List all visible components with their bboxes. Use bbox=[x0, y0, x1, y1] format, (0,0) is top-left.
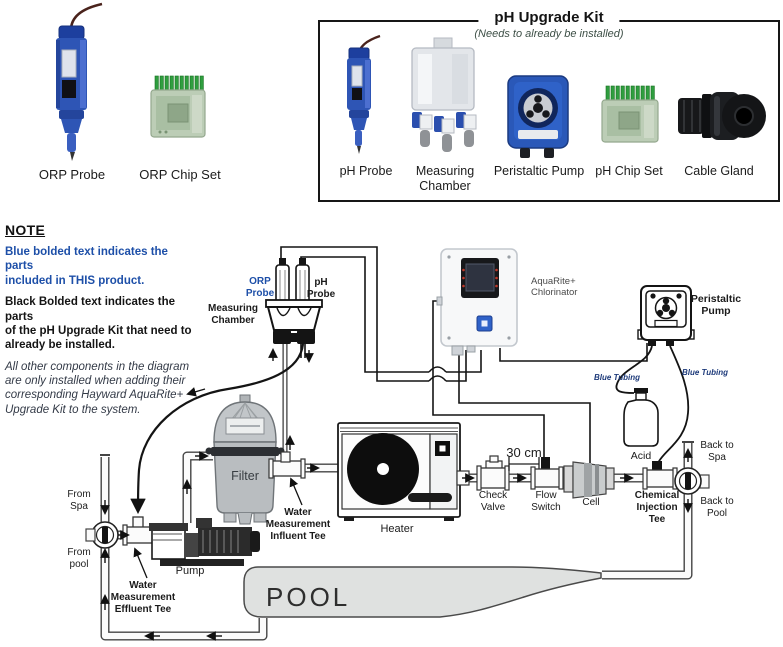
label-pointer-arrows bbox=[133, 477, 303, 579]
effluent-tee-label: Water Measurement Effluent Tee bbox=[110, 580, 176, 615]
blue-tubing-right-label: Blue Tubing bbox=[681, 368, 729, 377]
orp-probe-label: ORP Probe bbox=[245, 276, 275, 299]
orp-chip-set-image bbox=[150, 75, 206, 138]
back-to-pool-label: Back to Pool bbox=[700, 496, 734, 519]
acid-label: Acid bbox=[630, 450, 652, 462]
return-junction-valve bbox=[674, 467, 710, 495]
check-valve-fitting bbox=[476, 455, 510, 491]
kit-ph-probe-caption: pH Probe bbox=[339, 164, 393, 178]
kit-measuring-chamber-image bbox=[411, 37, 477, 152]
kit-ph-probe-image bbox=[347, 34, 381, 154]
kit-subtitle: (Needs to already be installed) bbox=[474, 28, 624, 40]
kit-cable-gland-image bbox=[678, 92, 766, 140]
pool-shape bbox=[243, 566, 602, 618]
kit-ph-chip-set-caption: pH Chip Set bbox=[595, 164, 663, 178]
back-to-spa-label: Back to Spa bbox=[700, 440, 734, 463]
chemical-injection-tee-label: Chemical Injection Tee bbox=[634, 490, 680, 525]
measuring-chamber-label: Measuring Chamber bbox=[207, 303, 258, 326]
influent-tee-label: Water Measurement Influent Tee bbox=[265, 507, 331, 542]
chlorinator-unit bbox=[436, 248, 518, 356]
spa-pool-valve bbox=[85, 521, 119, 549]
orp-probe-caption: ORP Probe bbox=[38, 167, 106, 182]
blue-tubing-left-label: Blue Tubing bbox=[593, 373, 641, 382]
check-valve-label: Check Valve bbox=[478, 490, 508, 513]
cell-wire bbox=[458, 348, 591, 466]
orp-probe-image bbox=[56, 2, 103, 161]
pump-unit bbox=[149, 518, 260, 566]
note-black-text: Black Bolded text indicates the parts of… bbox=[5, 296, 192, 352]
flow-arrows bbox=[100, 435, 693, 641]
blue-tubing bbox=[615, 345, 690, 464]
flow-switch-label: Flow Switch bbox=[531, 490, 561, 513]
pool-label: POOL bbox=[266, 582, 351, 612]
acid-bottle bbox=[623, 388, 659, 447]
kit-peristaltic-pump-image bbox=[507, 75, 569, 158]
ph-upgrade-kit-box: pH Upgrade Kit (Needs to already be inst… bbox=[318, 9, 780, 202]
cell-label: Cell bbox=[582, 497, 600, 508]
heater-unit bbox=[337, 422, 470, 521]
filter-tank bbox=[205, 394, 285, 525]
note-heading: NOTE bbox=[5, 222, 46, 238]
peristaltic-pump-unit bbox=[637, 285, 695, 346]
cell-unit bbox=[563, 461, 615, 499]
chemical-injection-tee-fitting bbox=[642, 461, 678, 490]
wire-crossover-hops bbox=[428, 366, 447, 383]
kit-ph-chip-set-image bbox=[601, 85, 659, 143]
peristaltic-pump-label: Peristaltic Pump bbox=[690, 293, 742, 318]
note-blue-text: Blue bolded text indicates the parts inc… bbox=[5, 246, 168, 287]
flow-switch-wire bbox=[432, 300, 545, 459]
pump-label: Pump bbox=[175, 565, 205, 577]
kit-title: pH Upgrade Kit bbox=[478, 9, 620, 26]
note-italic-text: All other components in the diagram are … bbox=[5, 360, 190, 416]
kit-measuring-chamber-caption: Measuring Chamber bbox=[415, 164, 475, 193]
chlorinator-label: AquaRite+ Chlorinator bbox=[531, 276, 578, 299]
ph-probe-label: pH Probe bbox=[306, 277, 336, 300]
return-tube bbox=[130, 343, 305, 515]
filter-label: Filter bbox=[231, 469, 259, 483]
from-pool-label: From pool bbox=[67, 547, 91, 570]
kit-cable-gland-caption: Cable Gland bbox=[684, 164, 754, 178]
probe-wires bbox=[280, 246, 482, 382]
from-spa-label: From Spa bbox=[67, 489, 91, 512]
dimension-label: 30 cm bbox=[506, 445, 542, 460]
pump-power-wire bbox=[499, 343, 648, 362]
flow-switch-fitting bbox=[530, 457, 564, 490]
note-block: NOTE Blue bolded text indicates the part… bbox=[5, 222, 197, 417]
kit-peristaltic-pump-caption: Peristaltic Pump bbox=[493, 164, 585, 178]
measuring-chamber-assembly bbox=[130, 258, 323, 515]
influent-tee-fitting bbox=[268, 451, 306, 479]
orp-chip-set-caption: ORP Chip Set bbox=[139, 167, 221, 182]
chlorinator-wires bbox=[432, 300, 648, 466]
heater-label: Heater bbox=[380, 523, 414, 535]
